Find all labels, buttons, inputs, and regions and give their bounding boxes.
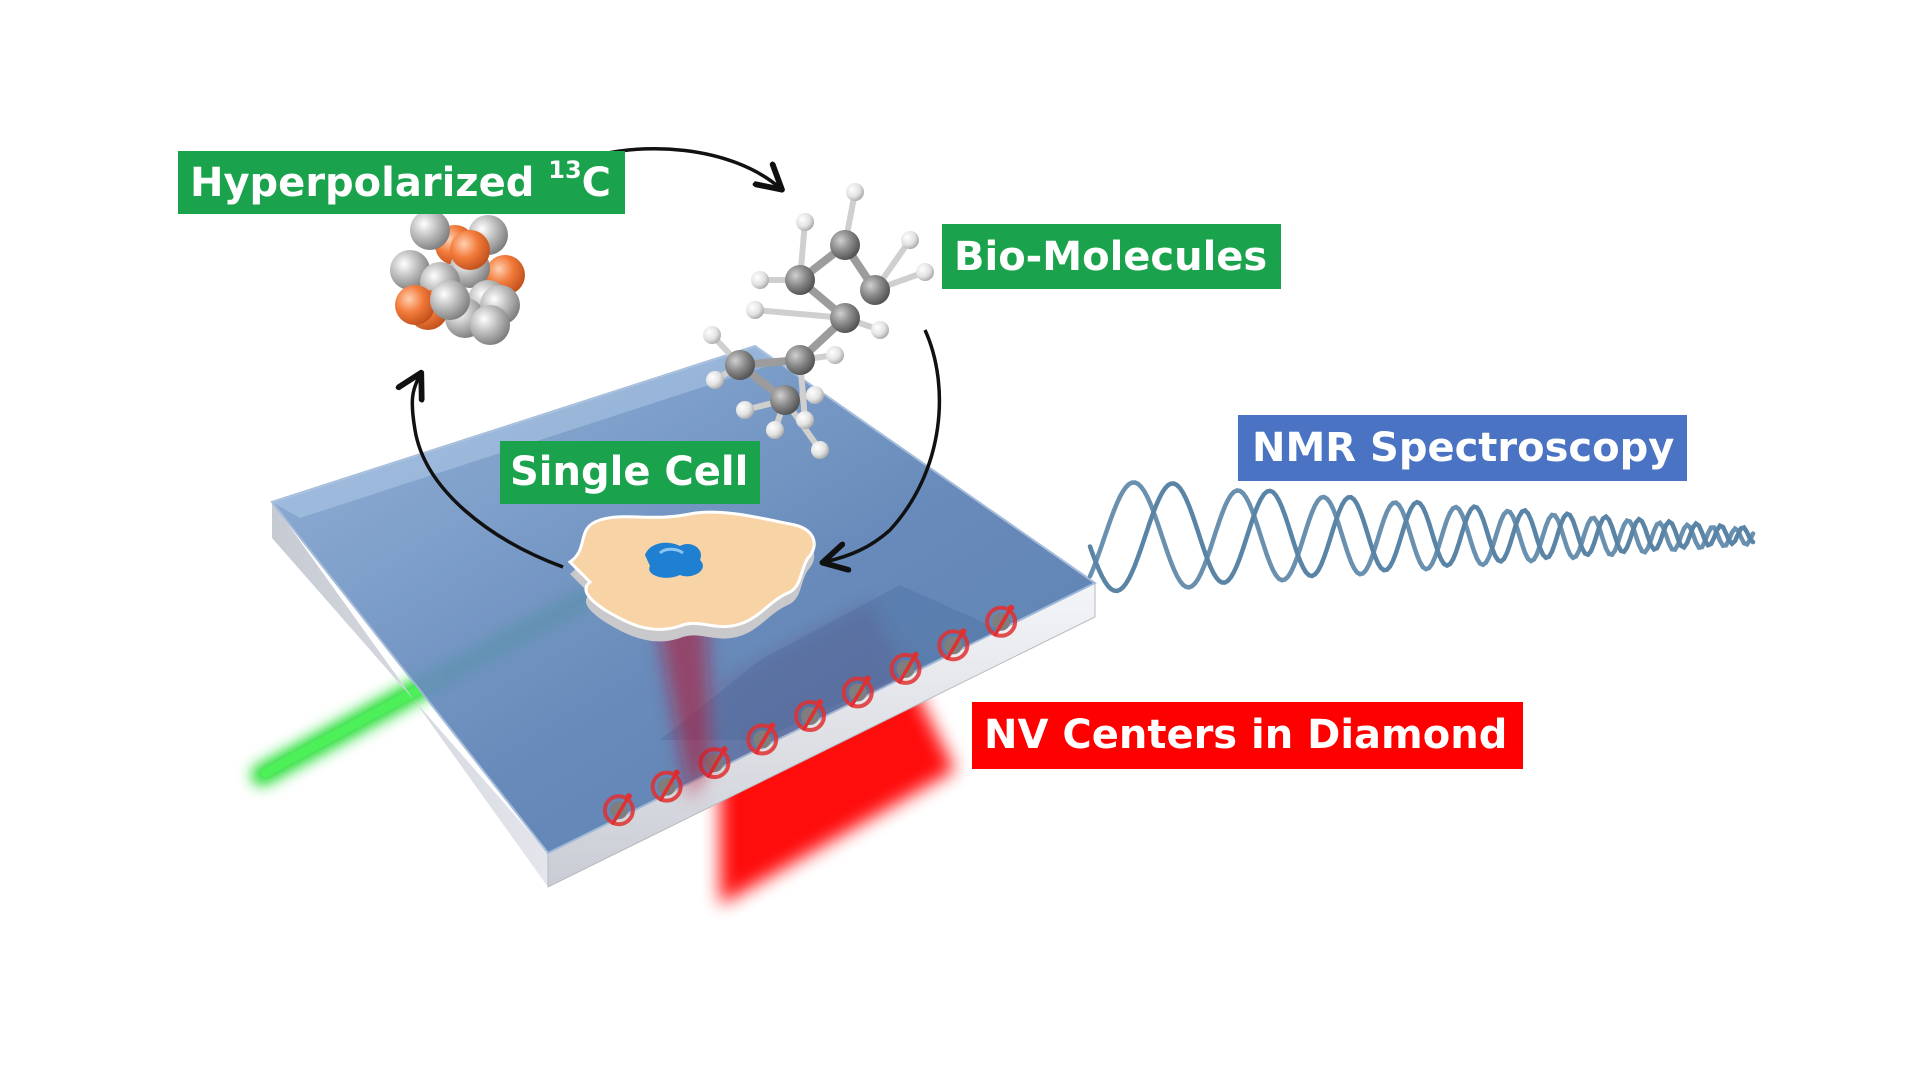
arrow-bio-to-cell bbox=[825, 329, 942, 562]
nv-center-icon bbox=[794, 699, 826, 732]
nv-center-icon bbox=[602, 793, 635, 827]
nmr-wave-1 bbox=[1087, 481, 1756, 594]
nv-center-icon bbox=[841, 675, 874, 709]
cell-icon bbox=[567, 510, 816, 642]
nv-center-icon bbox=[985, 604, 1018, 638]
bio-molecule-icon bbox=[703, 183, 934, 459]
nmr-spectroscopy-label: NMR Spectroscopy bbox=[1238, 415, 1688, 481]
carbon-13-cluster-icon bbox=[390, 210, 525, 345]
arrow-cell-to-hyper bbox=[412, 375, 564, 569]
nmr-signal-icon bbox=[1087, 480, 1756, 594]
bio-molecules-label: Bio-Molecules bbox=[942, 224, 1282, 289]
diamond-left-face bbox=[272, 502, 548, 887]
nv-centers bbox=[602, 604, 1018, 827]
red-beam-inside bbox=[655, 605, 712, 800]
nv-center-icon bbox=[650, 769, 683, 803]
nv-center-icon bbox=[937, 628, 970, 662]
nv-centers-in-diamond-label: NV Centers in Diamond bbox=[972, 702, 1524, 769]
nv-center-icon bbox=[746, 722, 779, 756]
hyperpolarized-13c-label: Hyperpolarized 13C bbox=[178, 151, 626, 214]
nv-center-icon bbox=[889, 651, 922, 685]
nmr-wave-2 bbox=[1087, 480, 1756, 590]
single-cell-label: Single Cell bbox=[500, 441, 761, 504]
